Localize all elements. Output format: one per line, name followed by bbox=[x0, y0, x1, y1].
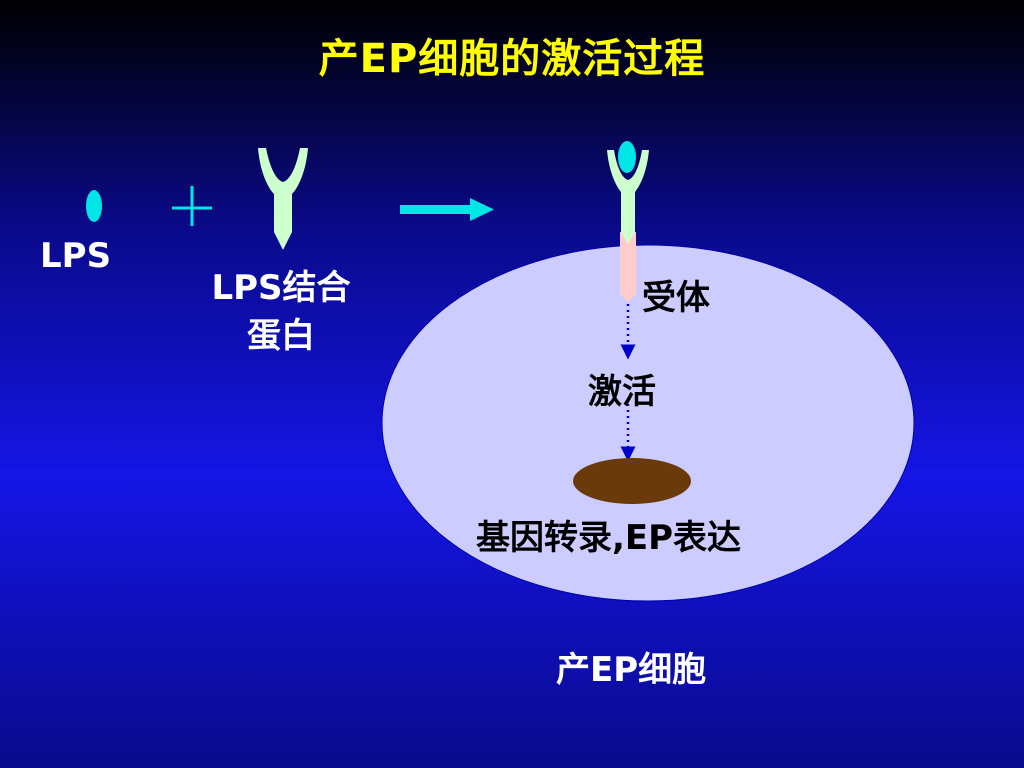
lps-binding-protein-label-line1: LPS结合 bbox=[211, 268, 351, 308]
cell-body bbox=[381, 244, 915, 602]
lps-binding-protein-label: LPS结合 蛋白 bbox=[196, 264, 366, 360]
bound-binding-protein-shape bbox=[607, 150, 649, 244]
bound-lps-particle bbox=[618, 141, 636, 173]
lps-label: LPS bbox=[40, 236, 112, 276]
receptor-tip bbox=[620, 294, 636, 302]
activation-label: 激活 bbox=[588, 372, 656, 412]
cell-label: 产EP细胞 bbox=[556, 650, 707, 690]
reaction-arrow bbox=[400, 198, 494, 221]
page-title: 产EP细胞的激活过程 bbox=[318, 36, 706, 82]
lps-binding-protein-label-line2: 蛋白 bbox=[247, 316, 315, 356]
receptor-label: 受体 bbox=[642, 278, 710, 318]
receptor-stem bbox=[620, 232, 636, 294]
transcription-label: 基因转录,EP表达 bbox=[476, 518, 742, 558]
nucleus bbox=[573, 458, 691, 504]
plus-sign bbox=[172, 186, 212, 226]
lps-binding-protein-shape bbox=[258, 148, 308, 250]
lps-particle bbox=[86, 190, 102, 222]
